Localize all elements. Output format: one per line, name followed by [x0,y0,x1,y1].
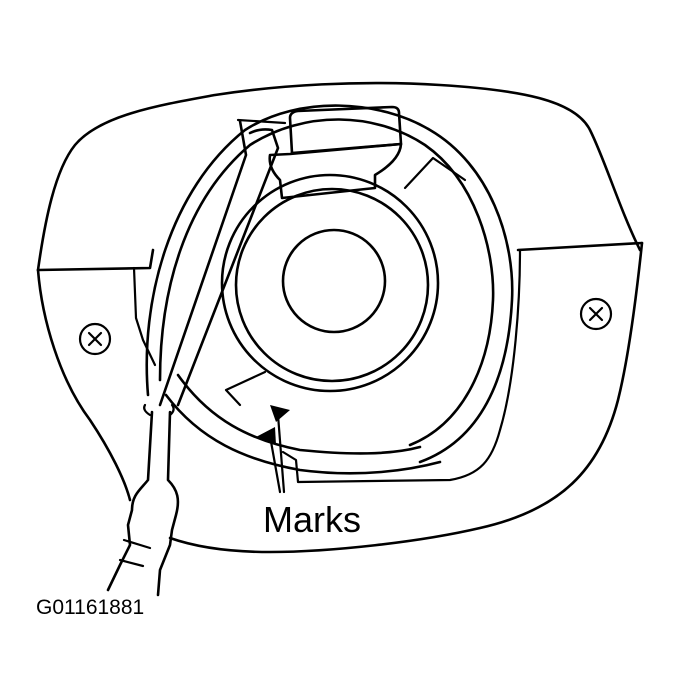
tool-shaft-left [158,119,248,407]
inner-ring-inner [234,187,430,383]
figure-id: G01161881 [36,596,145,619]
alignment-mark-lower-icon [256,427,276,445]
tool-handle-ridge-1 [122,538,152,550]
right-screw-icon [579,297,613,331]
marks-label: Marks [263,499,361,540]
tool-handle-left [106,410,154,592]
left-panel-edge [132,266,157,367]
tool-handle-right [156,410,180,597]
tool-handle-ridge-2 [118,558,145,568]
top-tab-lower [268,142,403,200]
marks-leader-1 [276,413,286,494]
housing-lower-outline [36,268,132,502]
second-ring [158,118,495,447]
tool-shaft-right [176,128,280,407]
tool-handle-neck [143,403,175,417]
right-panel-edge [281,248,522,484]
alignment-mark-upper-icon [270,405,290,422]
outer-ring [145,104,514,464]
top-tab-upper [288,105,403,155]
inner-ring-outer [220,173,440,393]
housing-lower-outline-right [168,241,644,554]
center-hole [281,228,387,334]
housing-right-shoulder [516,241,644,252]
left-screw-icon [78,322,112,356]
marks-leader-2 [268,434,282,494]
housing-upper-outline [36,81,642,272]
right-segment-wedge [403,156,467,190]
tool-tip-top [236,118,287,125]
lower-ring-arc-1 [176,373,422,455]
lower-ring-arc-2 [164,393,442,475]
housing-left-shoulder [36,248,155,272]
lower-segment-wedge [224,370,267,407]
